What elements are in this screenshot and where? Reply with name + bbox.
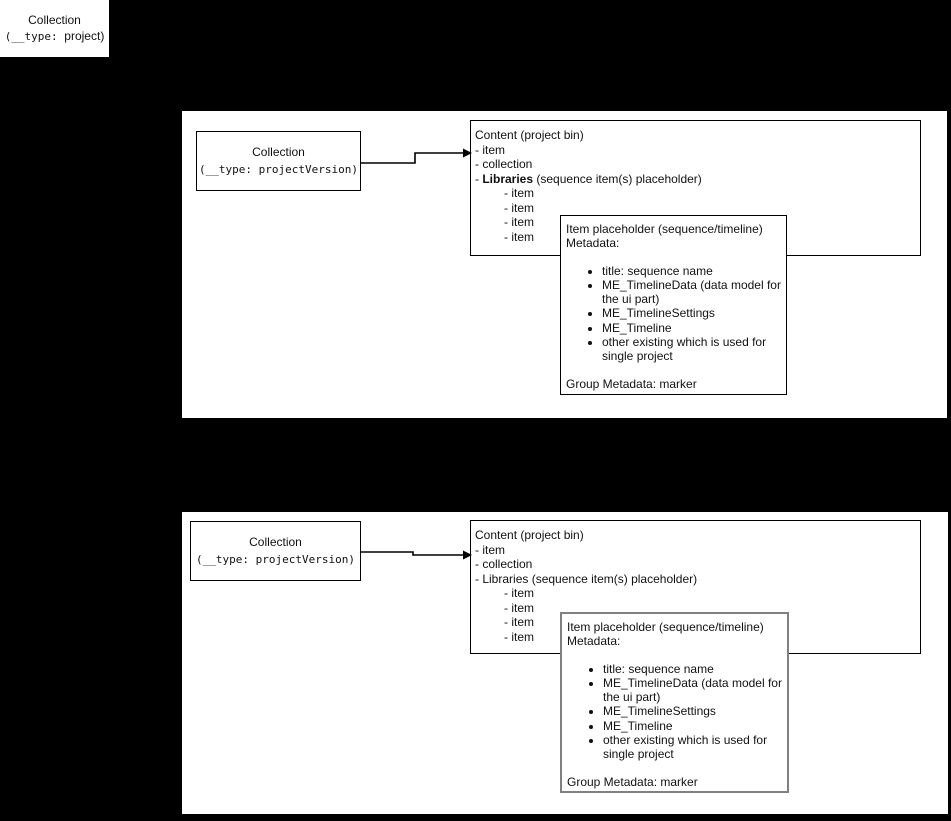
libraries-suffix: (sequence item(s) placeholder) bbox=[528, 571, 698, 586]
item-placeholder-box: Item placeholder (sequence/timeline) Met… bbox=[560, 612, 789, 793]
connector-arrow bbox=[360, 550, 472, 560]
content-title: Content (project bin) bbox=[475, 528, 584, 542]
type-value: project) bbox=[64, 29, 105, 43]
metadata-item: ME_Timeline bbox=[602, 321, 782, 335]
collection-version-title: Collection bbox=[252, 145, 305, 159]
content-sub-item: - item bbox=[504, 200, 534, 215]
metadata-item: title: sequence name bbox=[603, 662, 783, 676]
libraries-name: Libraries bbox=[482, 171, 534, 186]
item-placeholder-title: Item placeholder (sequence/timeline) bbox=[566, 222, 763, 236]
content-sub-item: - item bbox=[504, 600, 534, 615]
arrowhead-icon bbox=[463, 148, 472, 158]
metadata-list: title: sequence name ME_TimelineData (da… bbox=[567, 662, 783, 762]
collection-version-type: (__type: projectVersion) bbox=[199, 163, 358, 176]
collection-version-type: (__type: projectVersion) bbox=[196, 553, 355, 566]
item-placeholder-subtitle: Metadata: bbox=[566, 236, 620, 251]
item-placeholder-subtitle: Metadata: bbox=[567, 634, 621, 649]
content-collection-line: - collection bbox=[475, 557, 533, 571]
item-placeholder-title: Item placeholder (sequence/timeline) bbox=[567, 620, 764, 634]
libraries-name: Libraries bbox=[482, 571, 529, 586]
libraries-prefix: - bbox=[475, 571, 483, 586]
metadata-item: ME_TimelineData (data model for the ui p… bbox=[603, 676, 783, 705]
content-title: Content (project bin) bbox=[475, 128, 584, 142]
group-metadata-line: Group Metadata: marker bbox=[567, 774, 698, 789]
content-collection-line: - collection bbox=[475, 157, 533, 171]
metadata-item: ME_Timeline bbox=[603, 719, 783, 733]
collection-version-box: Collection (__type: projectVersion) bbox=[190, 521, 361, 581]
metadata-item: ME_TimelineSettings bbox=[602, 306, 782, 320]
connector-arrow bbox=[360, 148, 472, 164]
content-libraries-line: - Libraries (sequence item(s) placeholde… bbox=[475, 172, 916, 187]
content-sub-item: - item bbox=[504, 186, 534, 200]
collection-project-box: Collection (__type: project) bbox=[0, 0, 111, 59]
content-sub-item: - item bbox=[504, 629, 534, 644]
content-sub-item: - item bbox=[504, 615, 534, 629]
content-sub-item: - item bbox=[504, 586, 534, 600]
content-item-line: - item bbox=[475, 142, 505, 157]
collection-version-box: Collection (__type: projectVersion) bbox=[196, 131, 361, 191]
metadata-item: title: sequence name bbox=[602, 264, 782, 278]
content-sub-item: - item bbox=[504, 229, 534, 244]
collection-version-title: Collection bbox=[249, 535, 302, 549]
libraries-prefix: - bbox=[475, 171, 483, 186]
libraries-suffix: (sequence item(s) placeholder) bbox=[533, 171, 702, 186]
panel-project-version-2: Collection (__type: projectVersion) Cont… bbox=[181, 511, 949, 815]
metadata-item: other existing which is used for single … bbox=[603, 733, 783, 762]
arrowhead-icon bbox=[463, 550, 472, 560]
metadata-item: ME_TimelineSettings bbox=[603, 704, 783, 718]
metadata-list: title: sequence name ME_TimelineData (da… bbox=[566, 264, 782, 364]
content-sub-item: - item bbox=[504, 215, 534, 229]
panel-project-version-1: Collection (__type: projectVersion) Cont… bbox=[181, 110, 948, 419]
group-metadata-line: Group Metadata: marker bbox=[566, 376, 697, 391]
metadata-item: ME_TimelineData (data model for the ui p… bbox=[602, 278, 782, 307]
content-libraries-line: - Libraries (sequence item(s) placeholde… bbox=[475, 572, 916, 587]
metadata-item: other existing which is used for single … bbox=[602, 335, 782, 364]
collection-project-title: Collection bbox=[28, 13, 81, 27]
collection-project-type: (__type: project) bbox=[5, 28, 105, 45]
item-placeholder-box: Item placeholder (sequence/timeline) Met… bbox=[560, 215, 787, 395]
content-item-line: - item bbox=[475, 542, 505, 557]
type-prefix: (__type: bbox=[4, 30, 65, 43]
